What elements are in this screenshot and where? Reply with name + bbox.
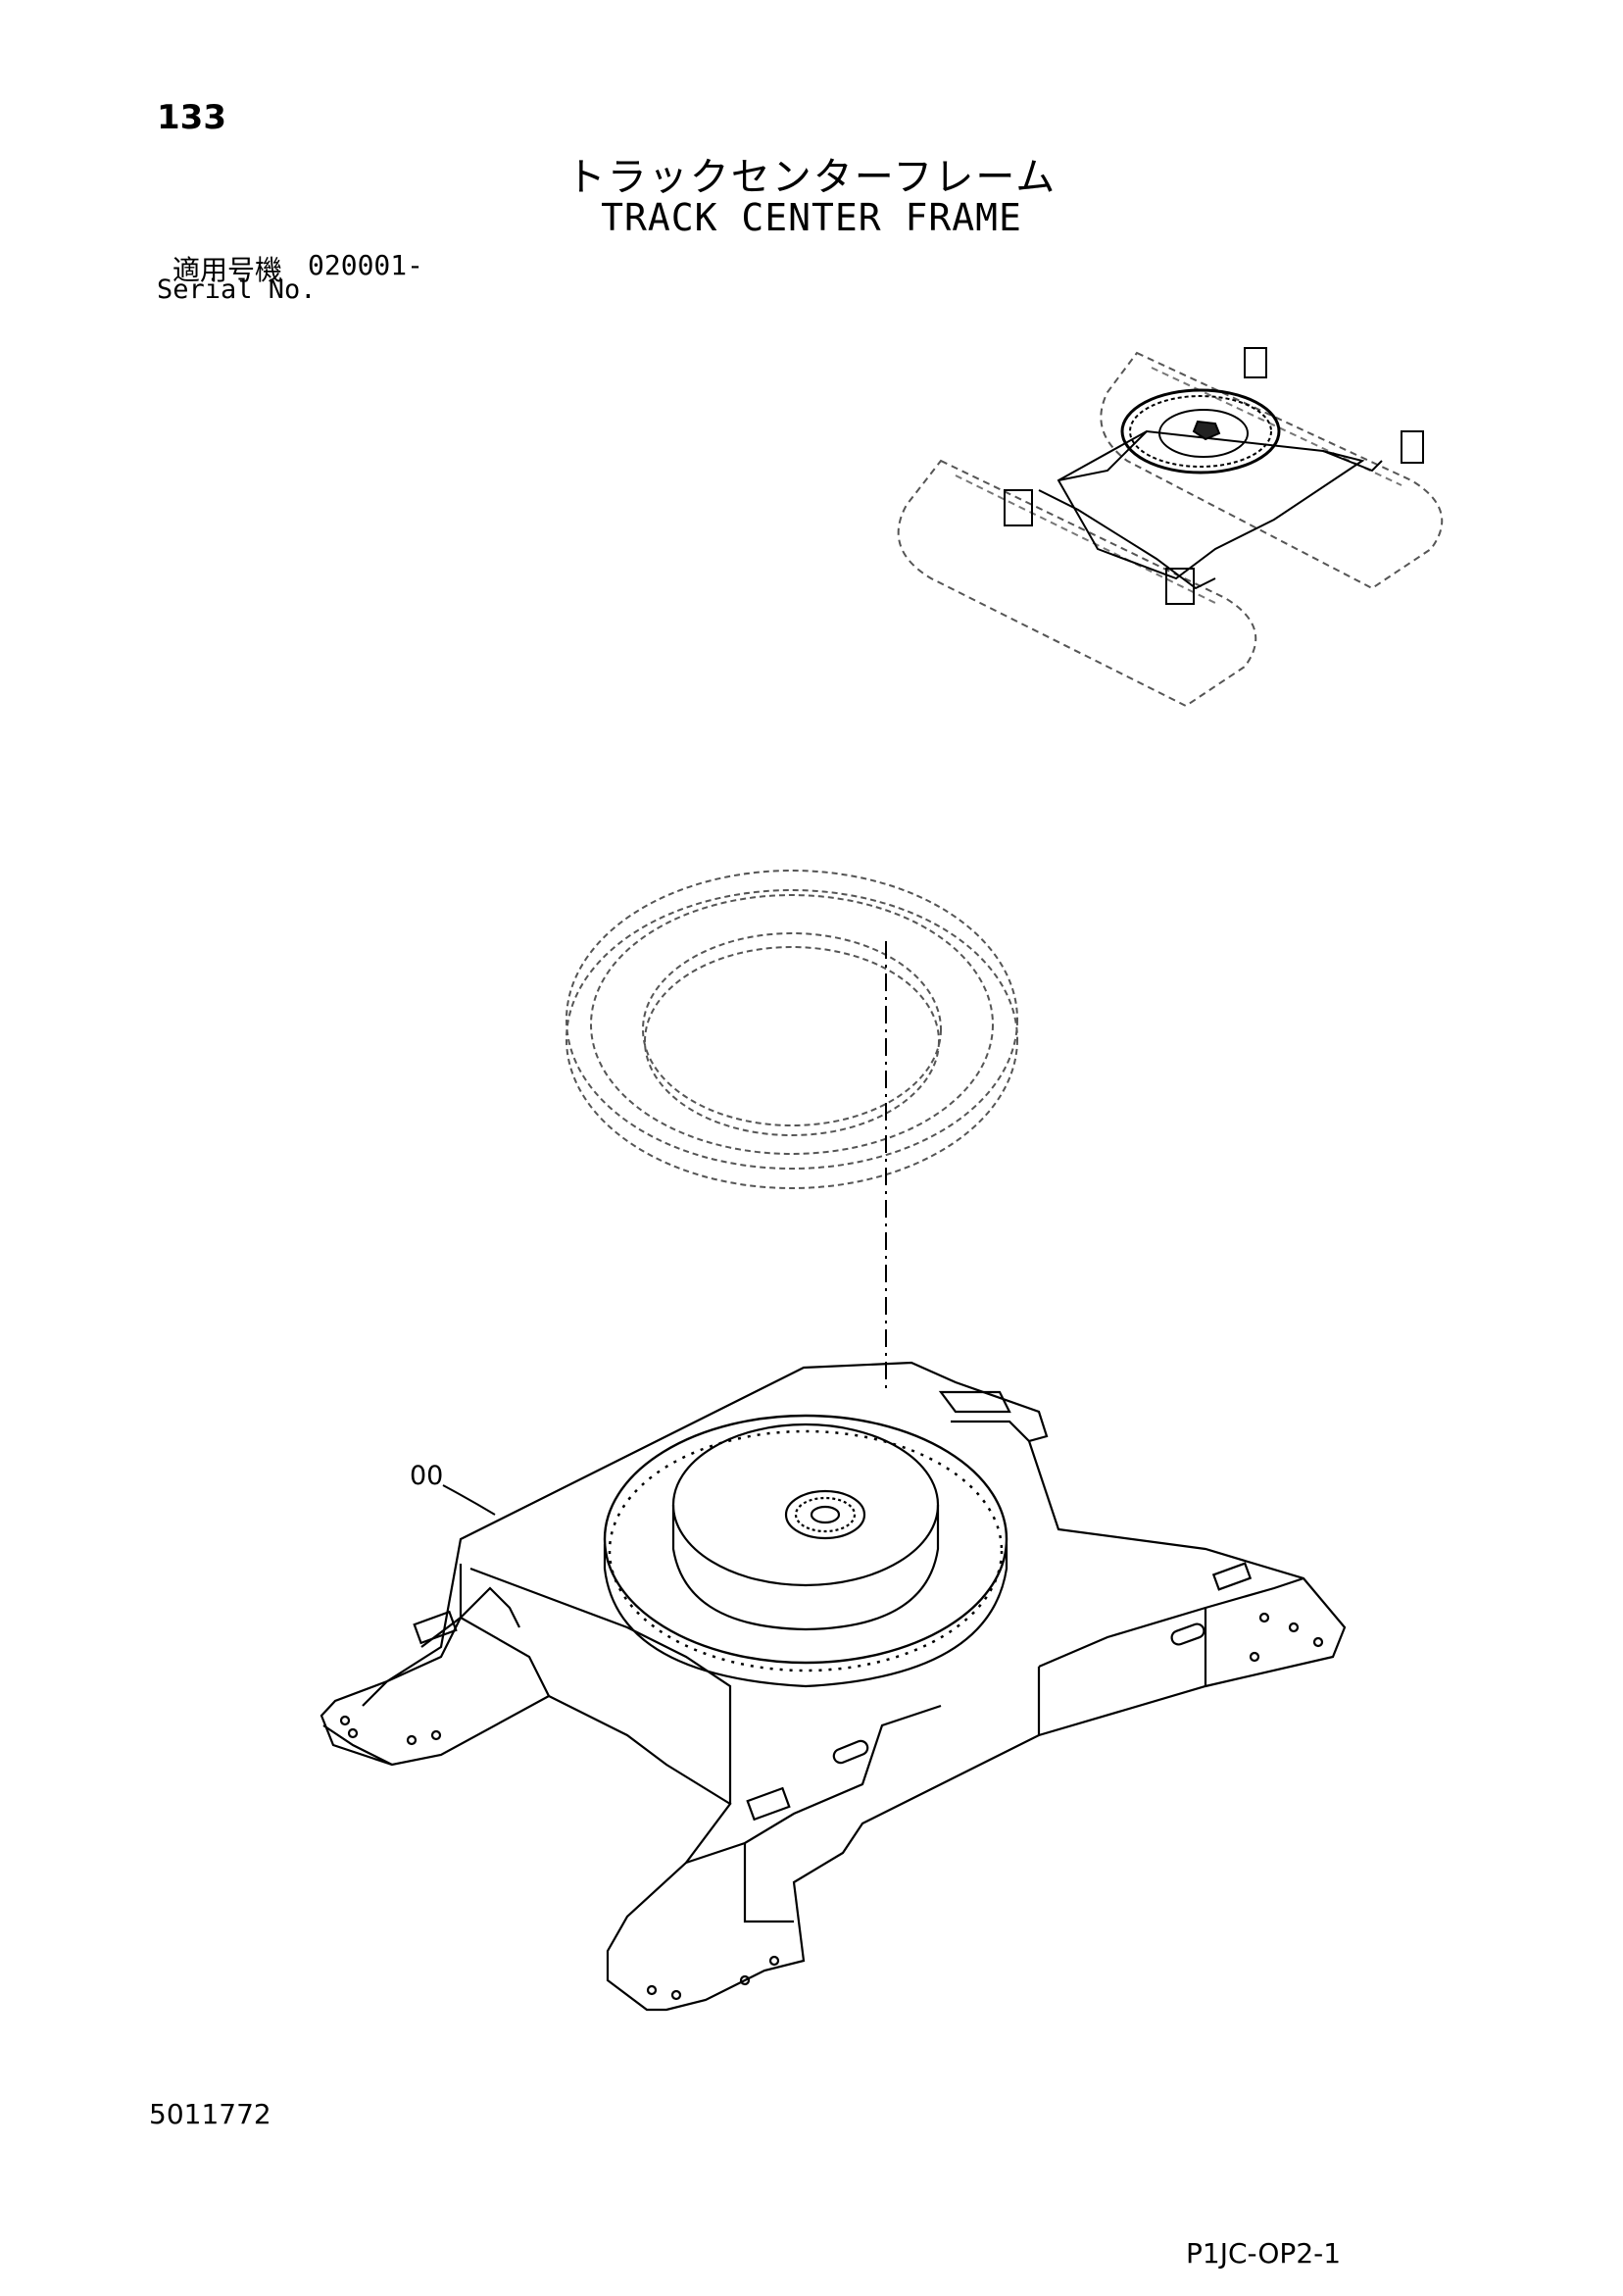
page-title-english: TRACK CENTER FRAME [601, 196, 1022, 239]
overview-illustration [897, 347, 1444, 708]
page-number: 133 [157, 98, 226, 137]
track-center-frame [320, 1361, 1347, 2012]
swing-bearing-ring [566, 870, 1018, 1189]
drawing-code: P1JC-OP2-1 [1186, 2237, 1342, 2270]
serial-label-english: Serial No. [157, 275, 317, 305]
page-title-japanese: トラックセンターフレーム [566, 155, 1057, 200]
serial-label-japanese: 適用号機 [172, 254, 283, 286]
document-number: 5011772 [149, 2098, 271, 2130]
part-callout-label: 00 [410, 1461, 444, 1491]
part-leader-line [442, 1484, 496, 1516]
serial-number-value: 020001- [308, 249, 424, 281]
